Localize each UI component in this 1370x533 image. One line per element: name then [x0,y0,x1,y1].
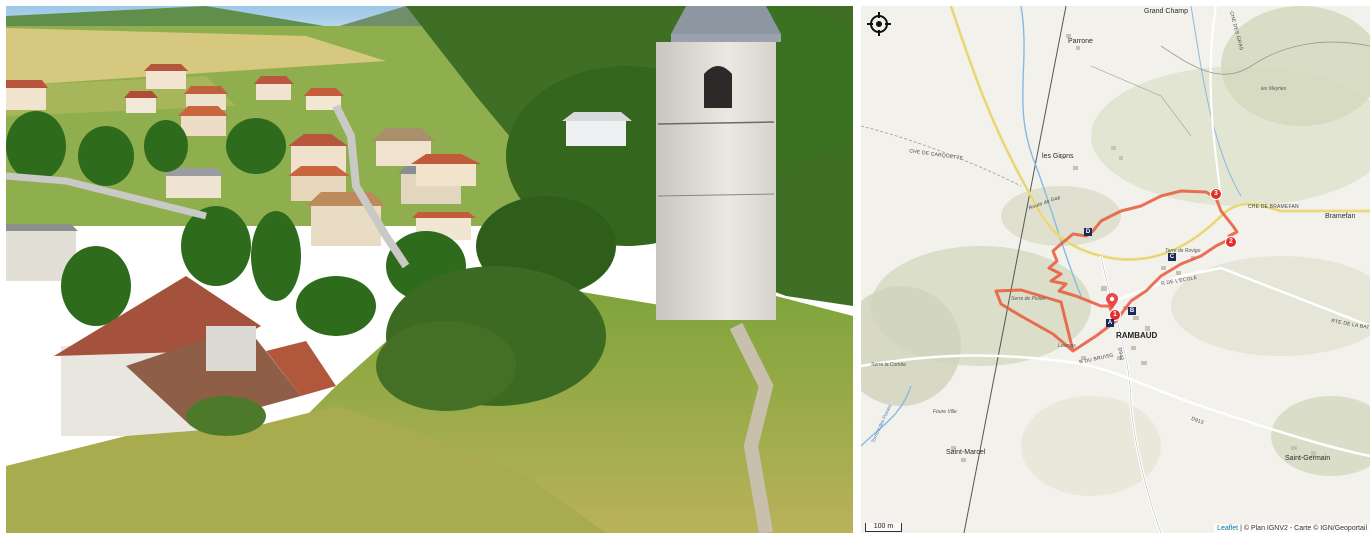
scale-bar: 100 m [865,523,902,532]
village-houses [6,64,632,281]
waypoint-b[interactable]: B [1128,307,1136,315]
waypoint-a[interactable]: A [1106,319,1114,327]
place-label: Saint-Germain [1285,455,1331,462]
waypoint-c[interactable]: C [1168,253,1176,261]
attribution-text: | © Plan IGNV2 - Carte © IGN/Geoportail [1240,525,1367,532]
landscape-photo [6,6,853,533]
bell-tower [656,6,781,320]
foreground-house [54,276,336,436]
route-marker-start[interactable]: 1 [1109,309,1121,321]
map-attribution: Leaflet | © Plan IGNV2 - Carte © IGN/Geo… [1214,524,1370,533]
route-marker-3[interactable]: 3 [1210,188,1222,200]
route-map[interactable]: Grand Champ Parrone les Meyries les Giro… [861,6,1370,533]
place-label: RAMBAUD [1116,331,1158,340]
locate-button[interactable] [867,12,895,40]
place-label: les Meyries [1261,86,1287,92]
leaflet-link[interactable]: Leaflet [1217,525,1239,532]
place-label: Foure Ville [933,409,957,415]
place-label: Grand Champ [1144,8,1188,15]
place-label: Terre de Rovigo [1165,248,1201,254]
place-label: Loumas [1058,343,1076,349]
crosshair-icon [867,12,891,36]
map-pin-icon[interactable] [1106,293,1118,309]
place-label: Bramefan [1325,213,1356,220]
place-label: les Girons [1042,153,1074,160]
road-label: CHE DE BRAMEFAN [1248,204,1299,210]
photo-illustration [6,6,853,533]
route-marker-2[interactable]: 2 [1225,236,1237,248]
waypoint-d[interactable]: D [1084,228,1092,236]
place-label: Saint-Marcel [946,449,986,456]
place-label: Serre la Combe [871,362,907,368]
place-label: Parrone [1068,38,1093,45]
map-tiles[interactable] [861,6,1370,533]
place-label: Serre de Piolan [1011,296,1046,302]
